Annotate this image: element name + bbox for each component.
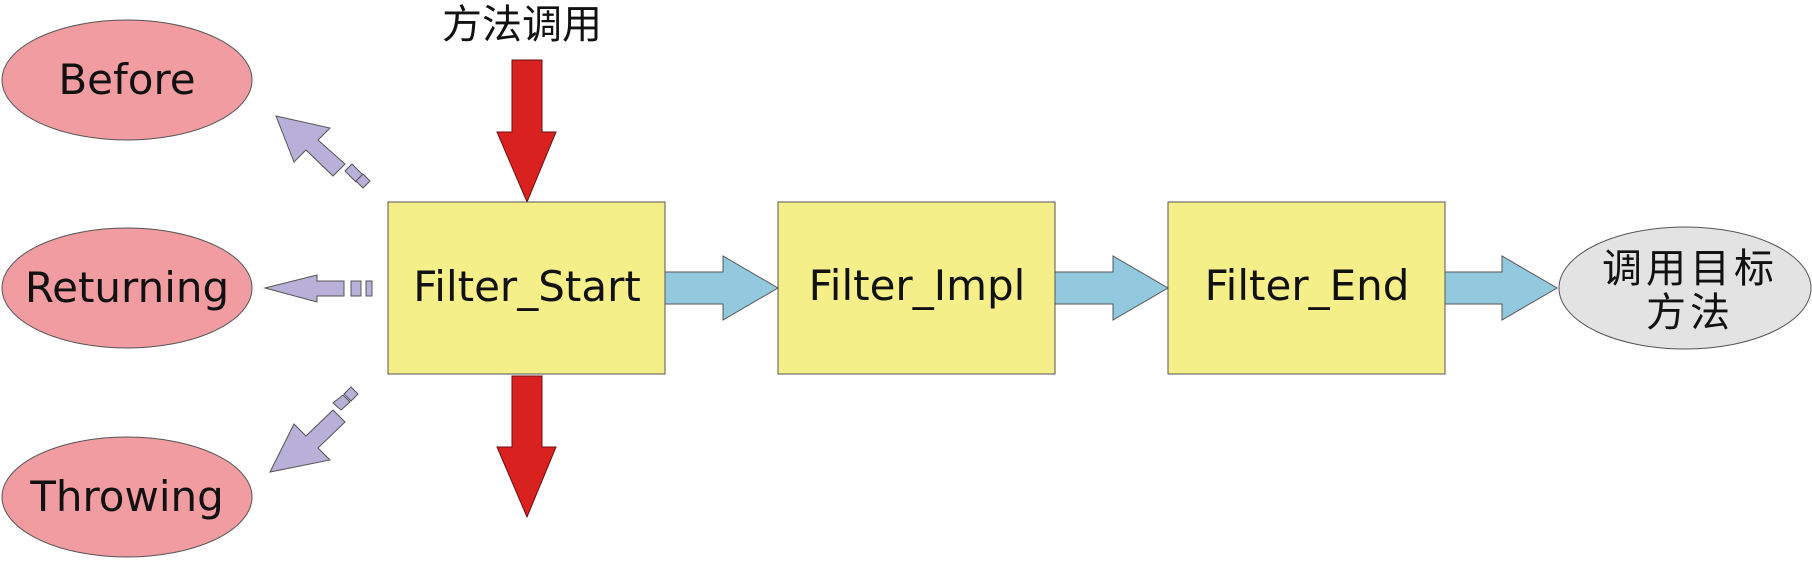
before-label: Before xyxy=(58,55,195,104)
target-method-label-line1: 调用目标 xyxy=(1602,246,1778,292)
filter-end-label: Filter_End xyxy=(1205,261,1410,310)
flow-arrow-start-to-impl xyxy=(664,255,779,321)
filter-impl-label: Filter_Impl xyxy=(809,261,1026,310)
outgoing-call-arrow xyxy=(496,375,557,519)
filter-end-node: Filter_End xyxy=(1167,201,1446,375)
flow-arrow-impl-to-end xyxy=(1054,255,1169,321)
before-advice-arrow xyxy=(275,115,371,189)
flow-arrow-end-to-target xyxy=(1444,255,1558,321)
incoming-call-arrow xyxy=(496,59,557,204)
target-method-ellipse xyxy=(1558,226,1812,350)
filter-impl-box xyxy=(777,201,1056,375)
throwing-node: Throwing xyxy=(1,436,253,558)
throwing-label: Throwing xyxy=(29,472,224,521)
returning-advice-arrow xyxy=(263,274,373,303)
returning-ellipse xyxy=(1,227,253,349)
filter-start-label: Filter_Start xyxy=(413,262,641,311)
target-method-label-line2: 方法 xyxy=(1646,290,1734,336)
throwing-ellipse xyxy=(1,436,253,558)
throwing-advice-arrow xyxy=(269,386,359,473)
filter-start-node: Filter_Start xyxy=(387,201,666,375)
before-node: Before xyxy=(1,19,253,141)
target-method-node: 调用目标 方法 xyxy=(1558,226,1812,350)
before-ellipse xyxy=(1,19,253,141)
returning-label: Returning xyxy=(25,263,229,312)
returning-node: Returning xyxy=(1,227,253,349)
method-call-label: 方法调用 xyxy=(442,2,602,48)
filter-impl-node: Filter_Impl xyxy=(777,201,1056,375)
